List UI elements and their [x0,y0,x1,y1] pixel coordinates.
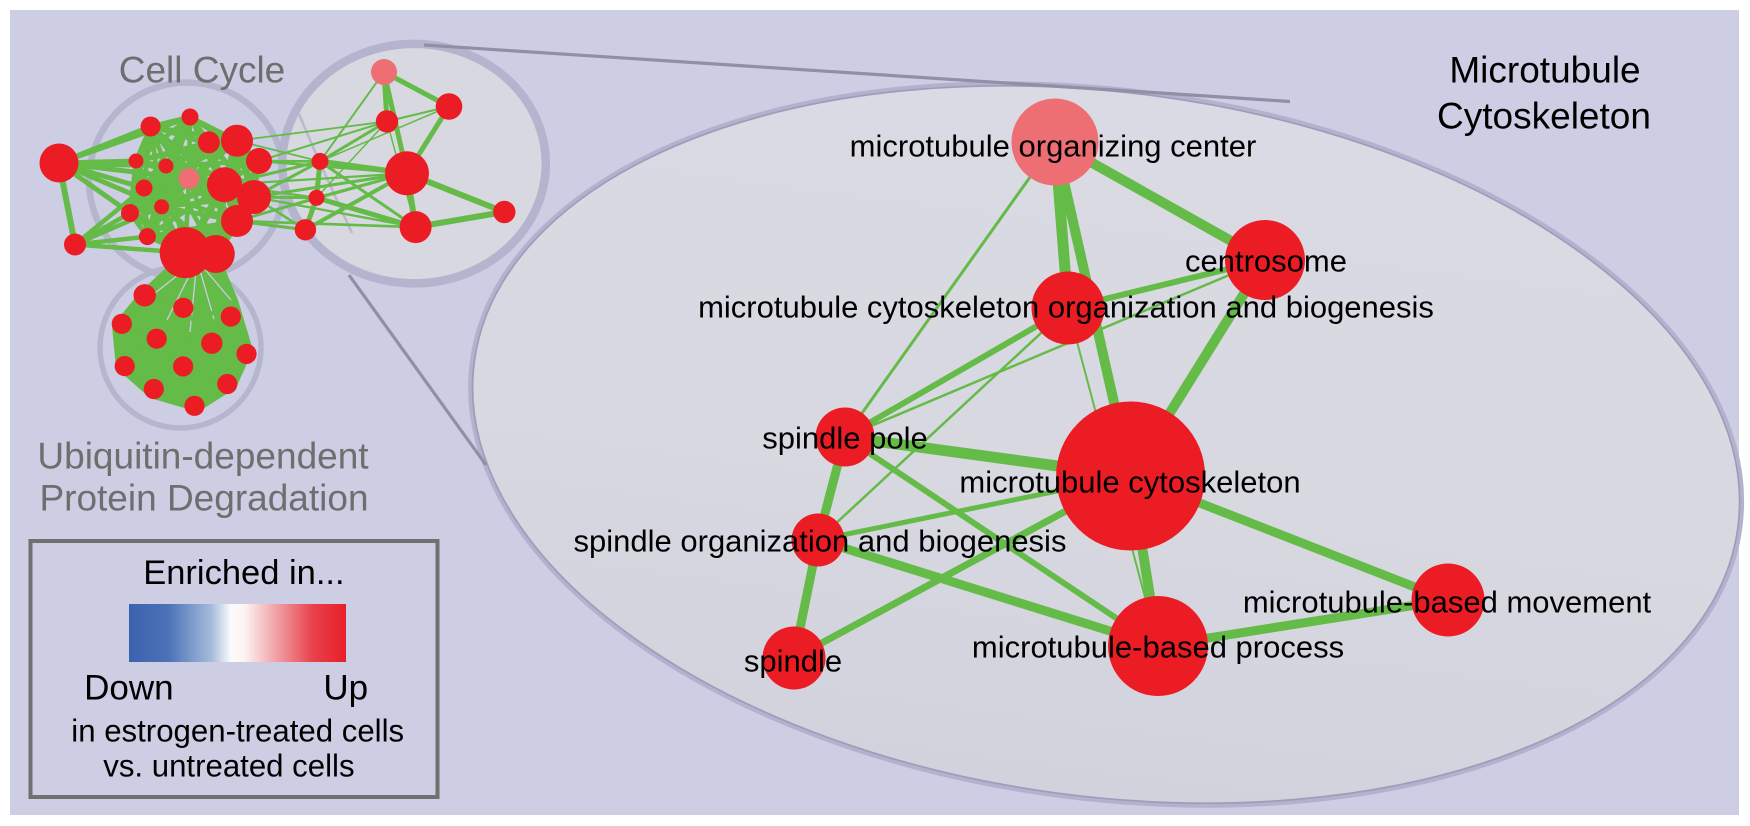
svg-text:centrosome: centrosome [1185,244,1347,279]
svg-text:Cell Cycle: Cell Cycle [119,50,286,91]
svg-text:spindle organization and bioge: spindle organization and biogenesis [574,524,1067,559]
svg-text:Up: Up [323,669,368,708]
svg-text:microtubule organizing center: microtubule organizing center [850,129,1257,164]
svg-text:microtubule-based movement: microtubule-based movement [1243,585,1652,620]
svg-text:spindle pole: spindle pole [762,421,927,456]
svg-text:Ubiquitin-dependent: Ubiquitin-dependent [37,436,369,477]
svg-text:in estrogen-treated cells: in estrogen-treated cells [71,714,404,749]
svg-text:Enriched in...: Enriched in... [143,554,344,592]
svg-text:microtubule-based process: microtubule-based process [972,630,1344,665]
svg-text:Cytoskeleton: Cytoskeleton [1437,96,1651,137]
svg-text:spindle: spindle [744,644,842,679]
svg-text:Down: Down [84,669,173,708]
svg-text:microtubule cytoskeleton organ: microtubule cytoskeleton organization an… [698,290,1434,325]
svg-text:vs. untreated cells: vs. untreated cells [103,749,354,784]
svg-text:microtubule cytoskeleton: microtubule cytoskeleton [959,465,1300,500]
svg-text:Protein Degradation: Protein Degradation [39,478,368,519]
svg-text:Microtubule: Microtubule [1449,50,1640,91]
